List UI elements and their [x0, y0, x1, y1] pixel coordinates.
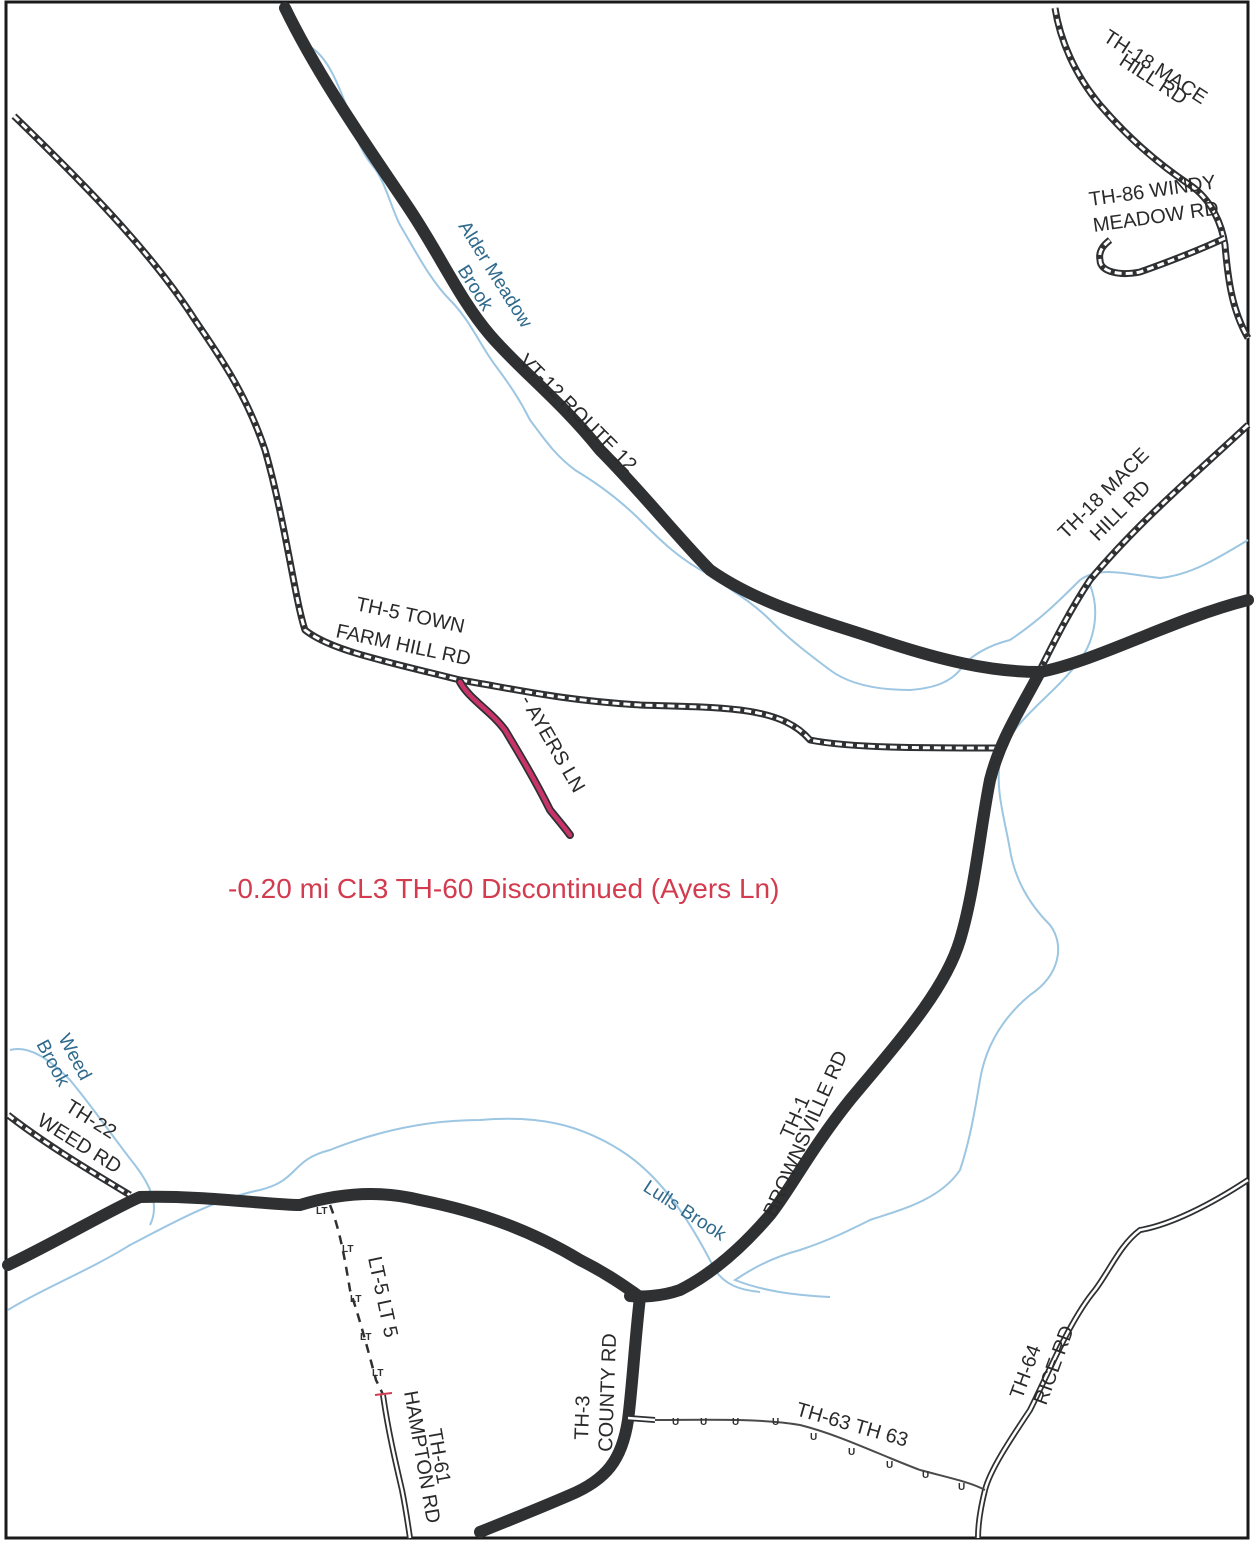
th18-mace-hill-rd-north — [1051, 7, 1252, 340]
u-marker: U — [958, 1482, 965, 1493]
u-marker: U — [810, 1432, 817, 1443]
th63-unmaintained: U U U U U U U U U — [654, 1417, 986, 1493]
th1-west-segment — [2, 1187, 646, 1303]
lt-marker: LT — [342, 1244, 353, 1255]
th3-county-rd — [474, 1291, 646, 1538]
u-marker: U — [772, 1417, 779, 1428]
map-frame — [4, 0, 1250, 1540]
th5-town-farm-hill-rd — [11, 113, 1001, 752]
th86-windy-meadow-rd — [1096, 234, 1227, 277]
lt-marker: LT — [360, 1332, 371, 1343]
stream-lulls-brook — [7, 1117, 761, 1311]
label-lt5: LT-5 LT 5 — [363, 1254, 402, 1339]
label-th3-line1: TH-3 — [571, 1395, 595, 1440]
lt-end-marker — [374, 1392, 393, 1396]
label-vt12: VT-12 ROUTE 12 — [514, 350, 640, 476]
stream-east-branch — [1009, 539, 1249, 641]
water-labels: Alder Meadow Brook Weed Brook Lulls Broo… — [32, 218, 730, 1246]
lt5-legal-trail: LT LT LT LT LT — [316, 1204, 393, 1396]
u-marker: U — [886, 1460, 893, 1471]
th1-brownsville-rd — [624, 666, 1046, 1303]
label-th1-line2: BROWNSVILLE RD — [759, 1048, 852, 1220]
u-marker: U — [848, 1447, 855, 1458]
u-marker: U — [922, 1470, 929, 1481]
u-marker: U — [732, 1417, 739, 1428]
discontinued-note: -0.20 mi CL3 TH-60 Discontinued (Ayers L… — [228, 873, 779, 904]
u-marker: U — [672, 1417, 679, 1428]
stream-alder-meadow-brook — [311, 47, 1011, 692]
lt-marker: LT — [372, 1368, 383, 1379]
lt-marker: LT — [350, 1294, 361, 1305]
u-marker: U — [700, 1417, 707, 1428]
town-highways — [5, 7, 1252, 1199]
th61-hampton-rd — [380, 1394, 413, 1539]
th3-stub — [627, 1415, 656, 1423]
ayers-ln-discontinued — [456, 678, 574, 839]
label-ayers-ln: - AYERS LN — [516, 692, 589, 797]
label-lulls-brook: Lulls Brook — [639, 1177, 730, 1246]
streams — [7, 47, 1249, 1311]
class4-roads — [380, 1177, 1250, 1539]
label-th3-line2: COUNTY RD — [595, 1333, 621, 1452]
th22-weed-rd — [5, 1112, 132, 1199]
lt-marker: LT — [316, 1206, 327, 1217]
th18-mace-hill-rd-east — [1036, 422, 1251, 672]
